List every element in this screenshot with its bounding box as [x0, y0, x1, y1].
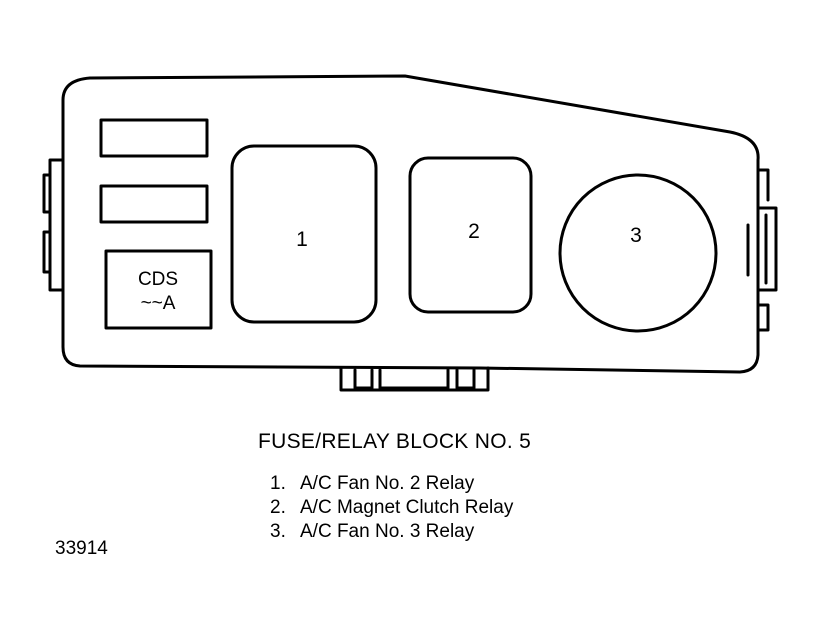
relay-3-label: 3 [630, 224, 642, 247]
legend-item-number: 3. [270, 521, 286, 542]
relay-2 [408, 156, 533, 314]
diagram-title: FUSE/RELAY BLOCK NO. 5 [258, 430, 532, 453]
relay-3 [558, 173, 718, 333]
relay-2-label: 2 [468, 220, 480, 243]
legend-item: 1. A/C Fan No. 2 Relay [270, 472, 513, 496]
legend-item: 2. A/C Magnet Clutch Relay [270, 496, 513, 520]
fuse-slot-middle [99, 184, 209, 224]
legend-item-text: A/C Fan No. 2 Relay [300, 473, 475, 494]
right-latch [756, 206, 778, 292]
relay-legend: 1. A/C Fan No. 2 Relay 2. A/C Magnet Clutc… [270, 472, 513, 544]
block-housing [61, 74, 760, 374]
left-clip [48, 158, 65, 292]
relay-1-label: 1 [296, 228, 308, 251]
left-clip-detail [42, 173, 52, 274]
cds-fuse [104, 249, 213, 330]
bottom-connector-tab [339, 366, 490, 392]
relay-1 [230, 144, 378, 324]
figure-number: 33914 [55, 538, 108, 559]
cds-fuse-label-bottom: ~~A [141, 293, 176, 314]
legend-item-text: A/C Fan No. 3 Relay [300, 521, 475, 542]
legend-item-number: 2. [270, 497, 286, 518]
right-latch-detail [746, 168, 770, 332]
bottom-connector-detail [353, 368, 476, 390]
legend-item: 3. A/C Fan No. 3 Relay [270, 520, 513, 544]
legend-item-number: 1. [270, 473, 286, 494]
cds-fuse-label-top: CDS [138, 269, 178, 290]
fuse-slot-top [99, 118, 209, 158]
legend-item-text: A/C Magnet Clutch Relay [300, 497, 514, 518]
